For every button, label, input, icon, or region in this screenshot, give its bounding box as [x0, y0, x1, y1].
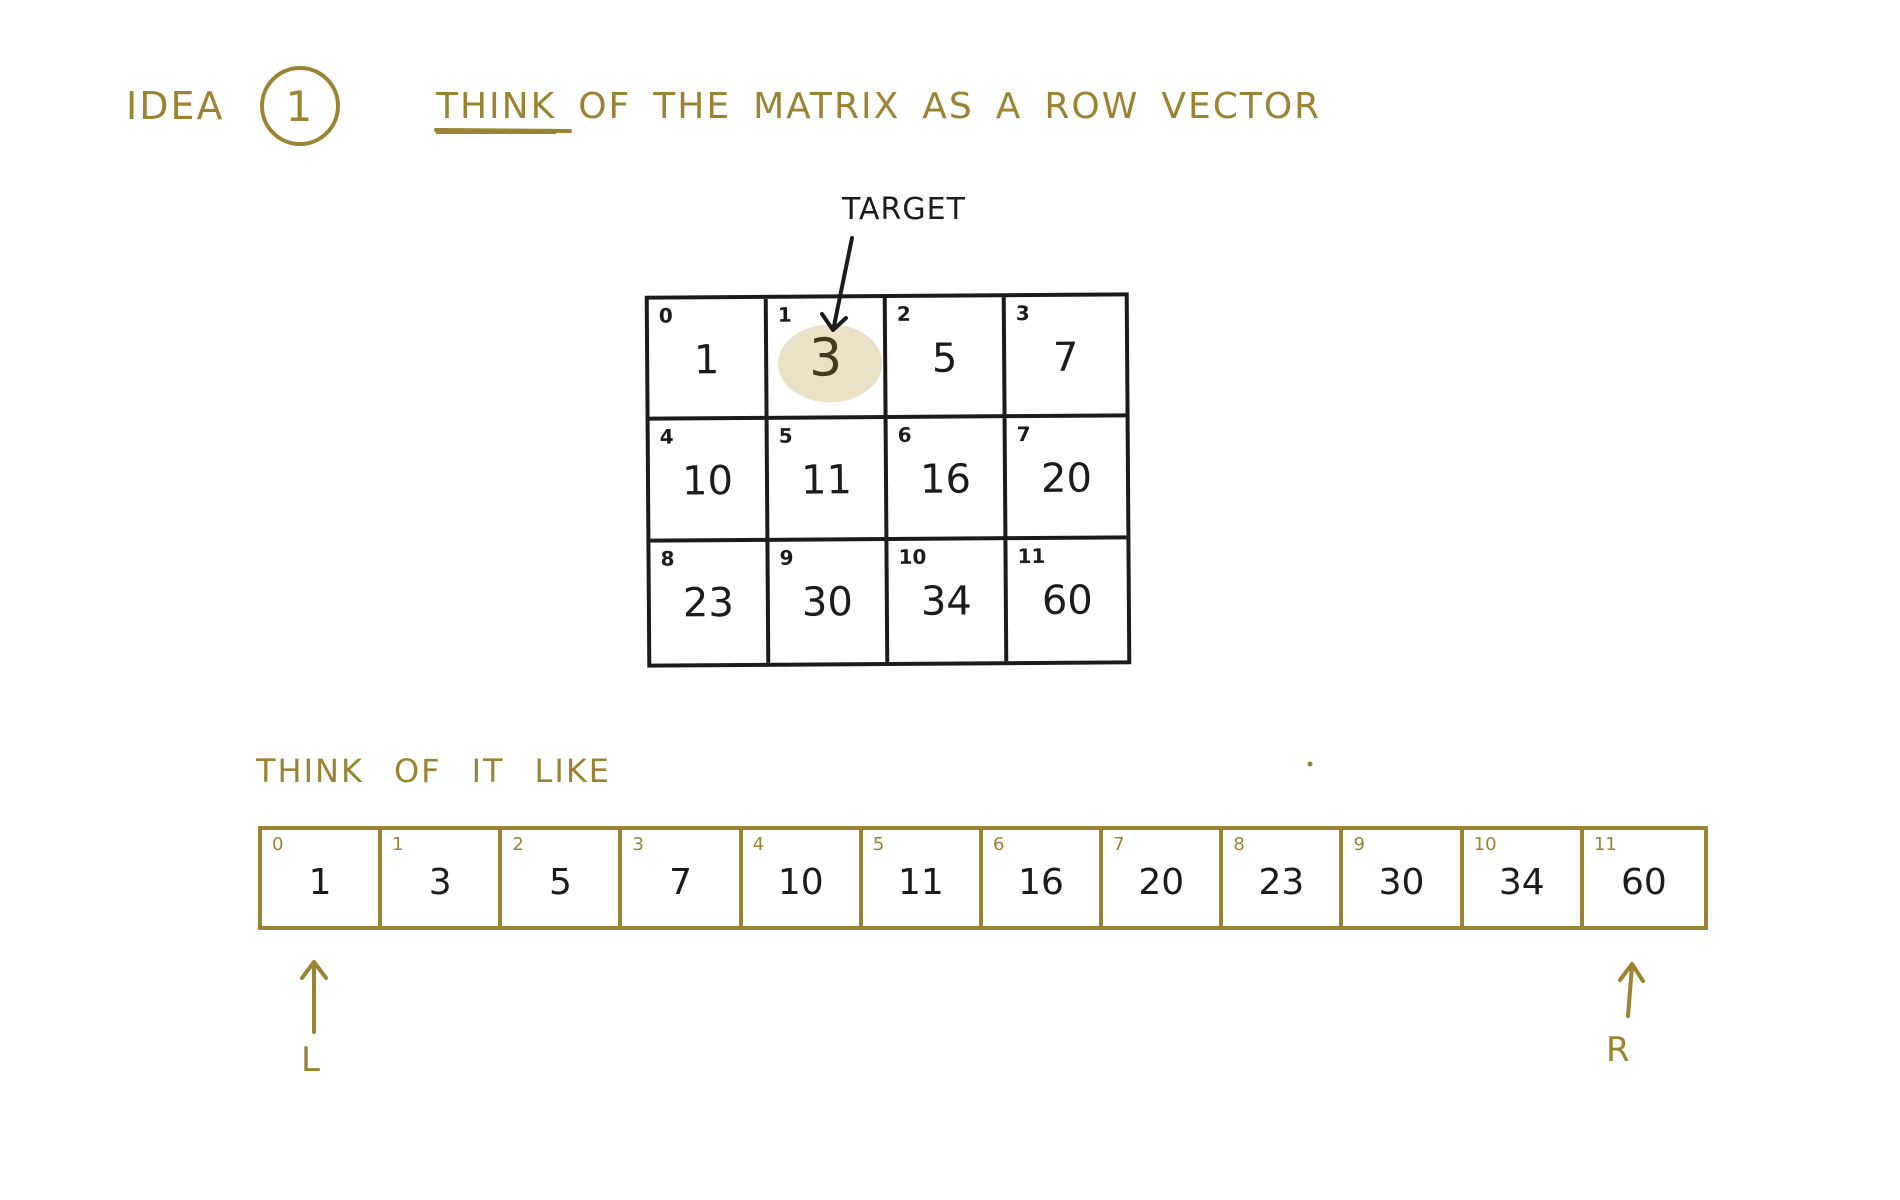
vector-cell: 9 30 [1343, 830, 1464, 926]
vector-cell: 8 23 [1223, 830, 1344, 926]
vector-cell: 4 10 [743, 830, 863, 926]
vector-cell-value: 20 [1138, 862, 1185, 903]
headline-word: ROW [1044, 86, 1140, 127]
headline-word: THE [653, 86, 732, 127]
idea-number-circle: 1 [260, 66, 340, 146]
idea-number: 1 [285, 81, 315, 131]
vector-cell: 7 20 [1103, 830, 1224, 926]
headline: THINK OF THE MATRIX AS A ROW VECTOR [436, 86, 1343, 127]
vector-cell-index: 6 [992, 834, 1005, 855]
right-pointer-label: R [1606, 1030, 1632, 1070]
target-arrow [832, 236, 854, 328]
vector-cell: 6 16 [983, 830, 1104, 926]
headline-underline [434, 128, 572, 133]
headline-word: A [995, 86, 1023, 127]
headline-word: VECTOR [1161, 86, 1322, 127]
vector-cell-value: 11 [898, 862, 944, 903]
vector-cell-index: 3 [632, 834, 644, 855]
vector-cell-index: 7 [1113, 834, 1125, 855]
vector-cell-value: 1 [308, 862, 332, 903]
vector-cell-index: 2 [512, 834, 524, 855]
vector-cell-value: 7 [669, 862, 693, 903]
idea-label: IDEA [126, 84, 225, 128]
vector-cell-index: 11 [1593, 834, 1617, 855]
stray-dot [1307, 761, 1313, 767]
vector-cell: 5 11 [863, 830, 983, 926]
vector-cell-index: 9 [1353, 834, 1365, 855]
think-like-word: IT [471, 752, 505, 790]
vector-cell-index: 1 [392, 834, 404, 855]
target-label: TARGET [842, 192, 966, 227]
vector-cell-index: 5 [872, 834, 885, 855]
vector-cell-value: 10 [777, 862, 824, 903]
vector-cell-value: 34 [1498, 862, 1545, 903]
vector-cell-index: 0 [272, 834, 284, 855]
headline-word: THINK [436, 86, 557, 127]
headline-word: OF [578, 86, 632, 127]
think-like-word: THINK [256, 752, 364, 790]
left-pointer-arrow-head [300, 960, 328, 980]
vector-cell-value: 30 [1378, 862, 1425, 903]
think-of-it-like-label: THINK OF IT LIKE [256, 752, 641, 790]
headline-word: MATRIX [753, 86, 901, 127]
headline-word: AS [922, 86, 974, 127]
left-pointer-label: L [301, 1040, 322, 1080]
right-pointer-arrow [1626, 964, 1634, 1018]
vector-cell-value: 3 [428, 862, 452, 903]
vector-cell-index: 10 [1473, 834, 1497, 855]
target-arrow-head [820, 312, 848, 332]
vector-cell-value: 60 [1621, 862, 1667, 903]
vector-cell-value: 5 [548, 862, 572, 903]
vector-cell-index: 4 [752, 834, 765, 855]
think-like-word: LIKE [534, 752, 612, 790]
vector-cell-value: 16 [1018, 862, 1064, 903]
think-like-word: OF [393, 752, 442, 790]
vector-cell-index: 8 [1233, 834, 1245, 855]
vector-cell-value: 23 [1258, 862, 1305, 903]
right-pointer-arrow-head [1618, 962, 1645, 983]
